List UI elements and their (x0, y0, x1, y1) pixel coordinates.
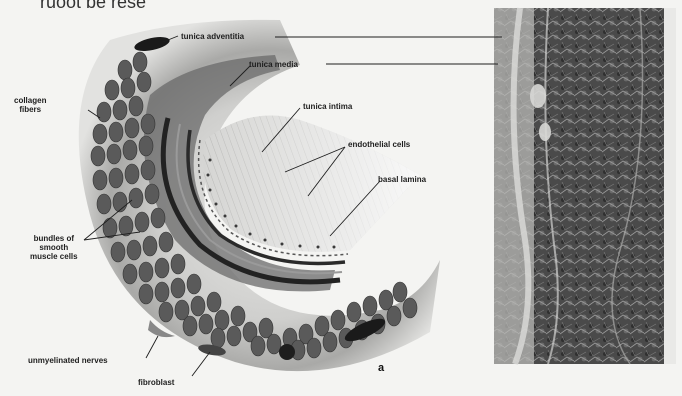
label-basal-lamina: basal lamina (378, 175, 426, 184)
label-endothelial-cells: endothelial cells (348, 140, 410, 149)
panel-label-a: a (378, 362, 384, 374)
nerve-dot (279, 344, 295, 360)
label-bundles-smooth-muscle-text: bundles of smooth muscle cells (30, 234, 78, 261)
label-unmyelinated-nerves: unmyelinated nerves (28, 356, 108, 365)
label-tunica-adventitia: tunica adventitia (181, 32, 244, 41)
label-collagen-fibers-text: collagen fibers (14, 96, 46, 114)
label-fibroblast: fibroblast (138, 378, 174, 387)
label-tunica-media: tunica media (249, 60, 298, 69)
label-tunica-intima: tunica intima (303, 102, 352, 111)
label-collagen-fibers: collagen fibers (14, 96, 46, 114)
label-bundles-smooth-muscle: bundles of smooth muscle cells (30, 234, 78, 261)
micrograph-panel (494, 8, 676, 364)
